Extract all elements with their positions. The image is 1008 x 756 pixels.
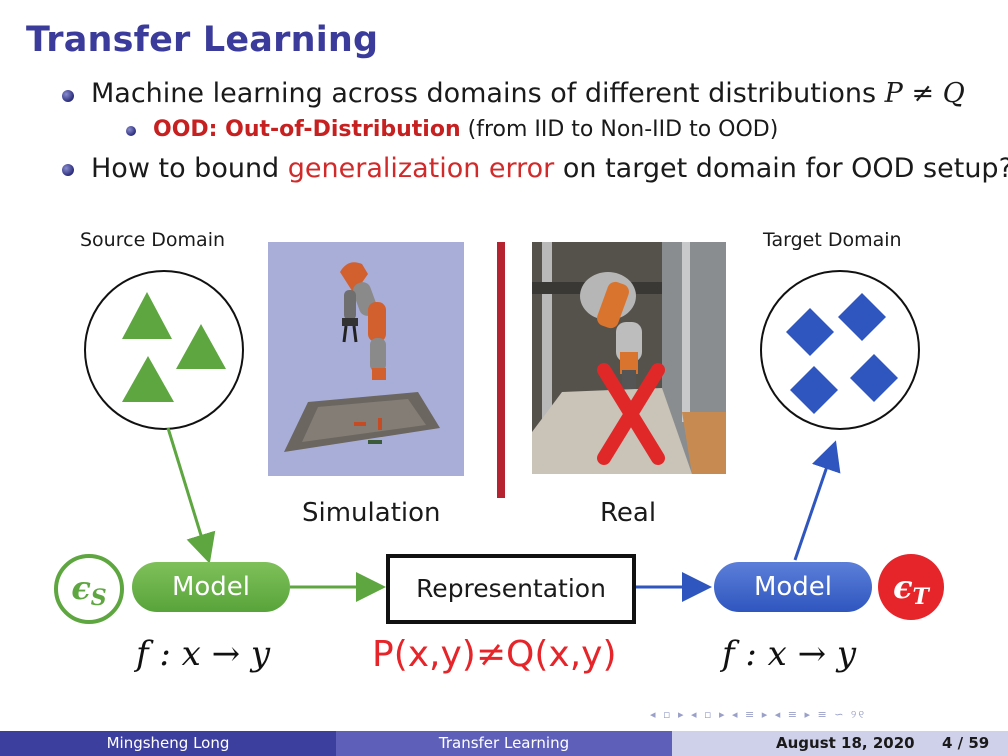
epsilon-t-badge: ϵT [878, 554, 944, 620]
diagram-arrows [166, 427, 841, 602]
simulated-robot-arm-icon [284, 262, 440, 452]
target-domain-circle [760, 270, 920, 430]
sim-real-divider [497, 242, 505, 498]
target-formula: f : x → y [722, 634, 857, 674]
source-domain-circle [84, 270, 244, 430]
bullet-2-pre: How to bound [91, 153, 288, 184]
slide-title: Transfer Learning [26, 20, 379, 60]
target-domain-label: Target Domain [763, 229, 902, 251]
real-robot-photo-icon [532, 242, 726, 474]
target-model-node: Model [714, 562, 872, 612]
real-label: Real [600, 498, 657, 528]
bullet-2-post: on target domain for OOD setup? [554, 153, 1008, 184]
sub-bullet-marker [126, 126, 136, 136]
epsilon-s-subscript: S [90, 585, 107, 611]
real-robot-image [532, 242, 726, 474]
footer-page-number: 4 / 59 [942, 734, 990, 752]
source-formula: f : x → y [136, 634, 271, 674]
simulation-label: Simulation [302, 498, 441, 528]
epsilon-s-badge: ϵS [54, 554, 124, 624]
footer-date: August 18, 2020 [776, 734, 915, 752]
source-to-model-arrow [166, 427, 216, 564]
footer-title: Transfer Learning [336, 731, 672, 756]
bullet-1: Machine learning across domains of diffe… [91, 78, 965, 109]
bullet-1-math: P ≠ Q [884, 78, 965, 109]
epsilon-t-subscript: T [912, 584, 929, 610]
bullet-marker-1 [62, 90, 74, 102]
bullet-marker-2 [62, 164, 74, 176]
footer-author: Mingsheng Long [0, 731, 336, 756]
sub-bullet-ood: OOD: Out-of-Distribution [153, 117, 461, 142]
model-to-target-arrow [793, 440, 841, 561]
source-domain-label: Source Domain [80, 229, 226, 251]
diamond-shapes-icon [786, 293, 898, 414]
epsilon-t-symbol: ϵ [893, 568, 913, 606]
sub-bullet: OOD: Out-of-Distribution (from IID to No… [153, 117, 778, 142]
beamer-navigation-icons[interactable]: ◂ ▫ ▸ ◂ ▫ ▸ ◂ ≡ ▸ ◂ ≡ ▸ ≡ ∽ ୨୧ [650, 708, 867, 721]
footer-date-page: August 18, 2020 4 / 59 [672, 731, 1008, 756]
bullet-2: How to bound generalization error on tar… [91, 153, 1008, 184]
representation-box: Representation [386, 554, 636, 624]
triangle-shapes-icon [122, 292, 226, 402]
source-model-node: Model [132, 562, 290, 612]
epsilon-s-symbol: ϵ [71, 569, 91, 607]
sub-bullet-rest: (from IID to Non-IID to OOD) [460, 117, 779, 142]
bullet-1-text: Machine learning across domains of diffe… [91, 78, 885, 109]
bullet-2-highlight: generalization error [287, 153, 555, 184]
distribution-inequality: P(x,y)≠Q(x,y) [372, 634, 617, 675]
slide-footer: Mingsheng Long Transfer Learning August … [0, 731, 1008, 756]
simulation-image [268, 242, 464, 476]
